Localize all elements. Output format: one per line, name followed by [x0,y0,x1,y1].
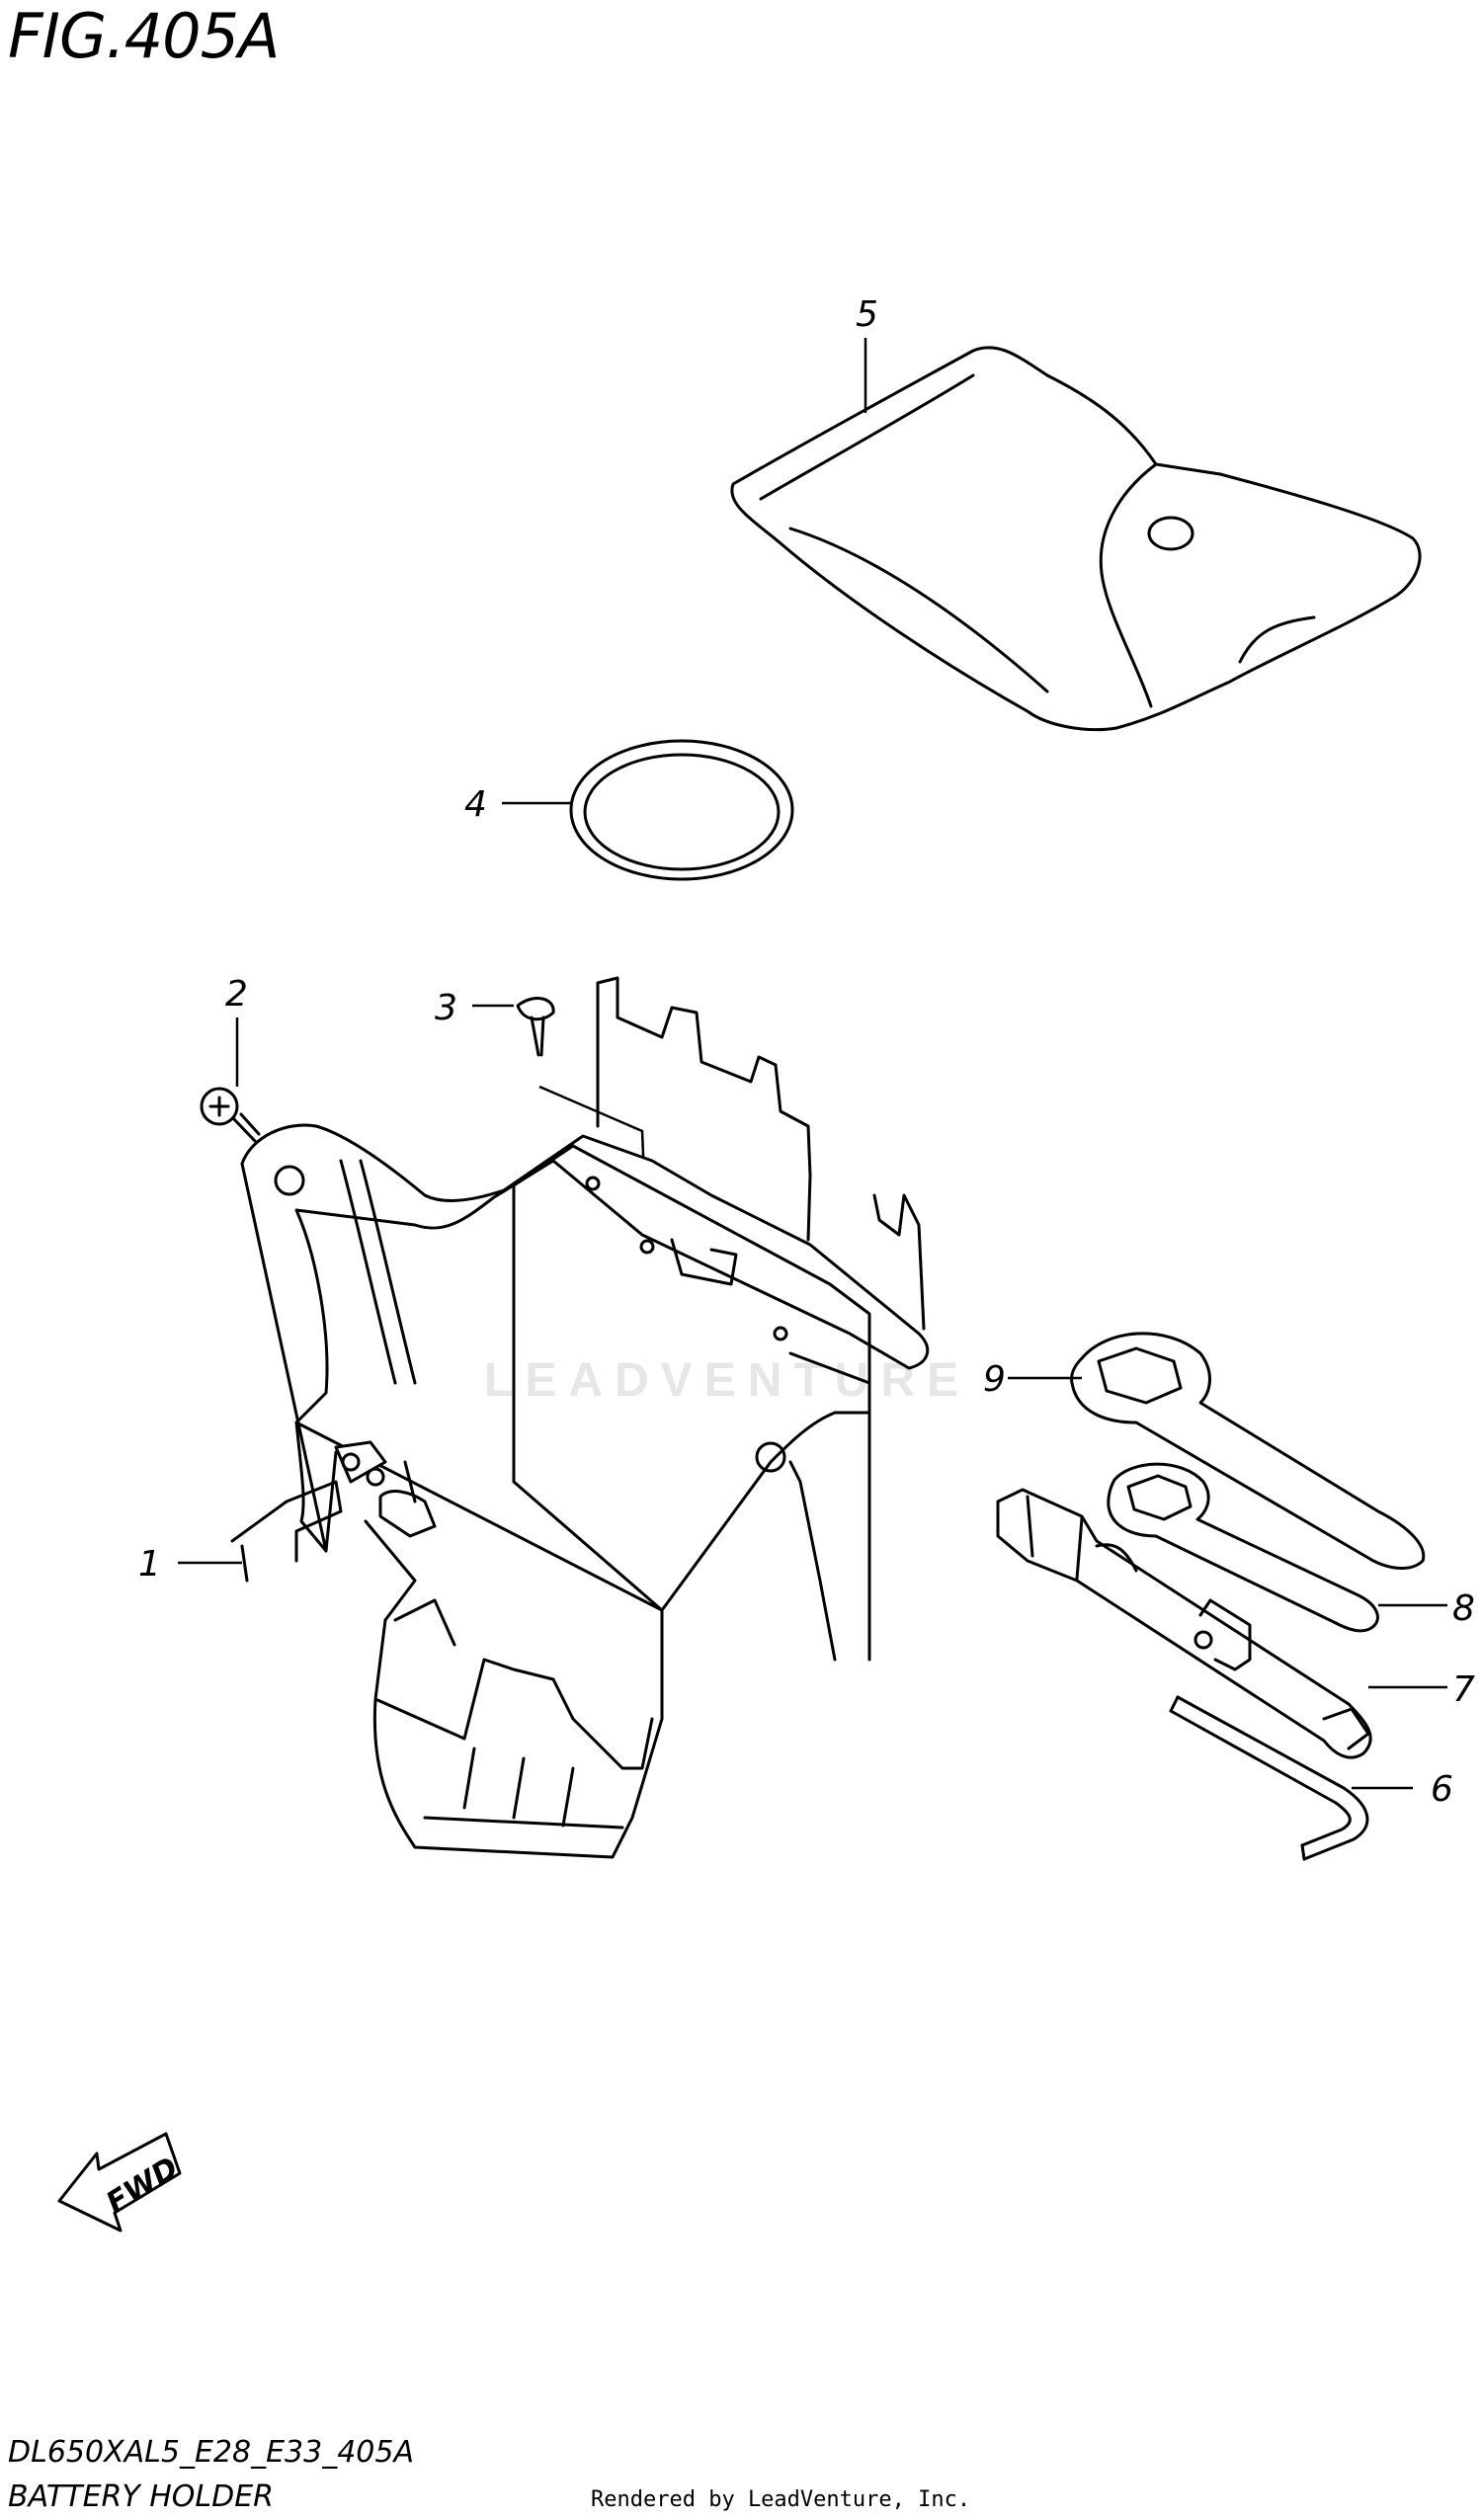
callout-5: 5 [856,294,878,335]
callout-8: 8 [1452,1588,1475,1629]
callout-2: 2 [225,974,248,1015]
callout-1: 1 [138,1544,161,1585]
callout-9: 9 [983,1359,1006,1400]
part-4-o-ring[interactable] [569,739,794,881]
part-6-hex-key[interactable] [1169,1695,1369,1861]
part-2-screw[interactable] [200,1087,261,1143]
part-1-battery-holder[interactable] [230,976,930,1859]
callout-4: 4 [464,784,487,825]
fwd-arrow-icon: FWD [57,2132,185,2233]
callout-6: 6 [1431,1769,1453,1810]
figure-title: FIG.405A [8,0,280,72]
callout-7: 7 [1452,1669,1475,1710]
part-9-wrench[interactable] [1070,1332,1426,1570]
part-8-wrench[interactable] [1107,1462,1379,1633]
callout-3: 3 [435,988,457,1028]
rendered-by-credit: Rendered by LeadVenture, Inc. [591,2487,971,2512]
model-code: DL650XAL5_E28_E33_405A [8,2435,414,2470]
part-5-tool-bag[interactable] [730,346,1422,732]
figure-name: BATTERY HOLDER [8,2479,275,2514]
watermark: LEADVENTURE [484,1354,971,1407]
part-7-spanner[interactable] [996,1488,1372,1759]
